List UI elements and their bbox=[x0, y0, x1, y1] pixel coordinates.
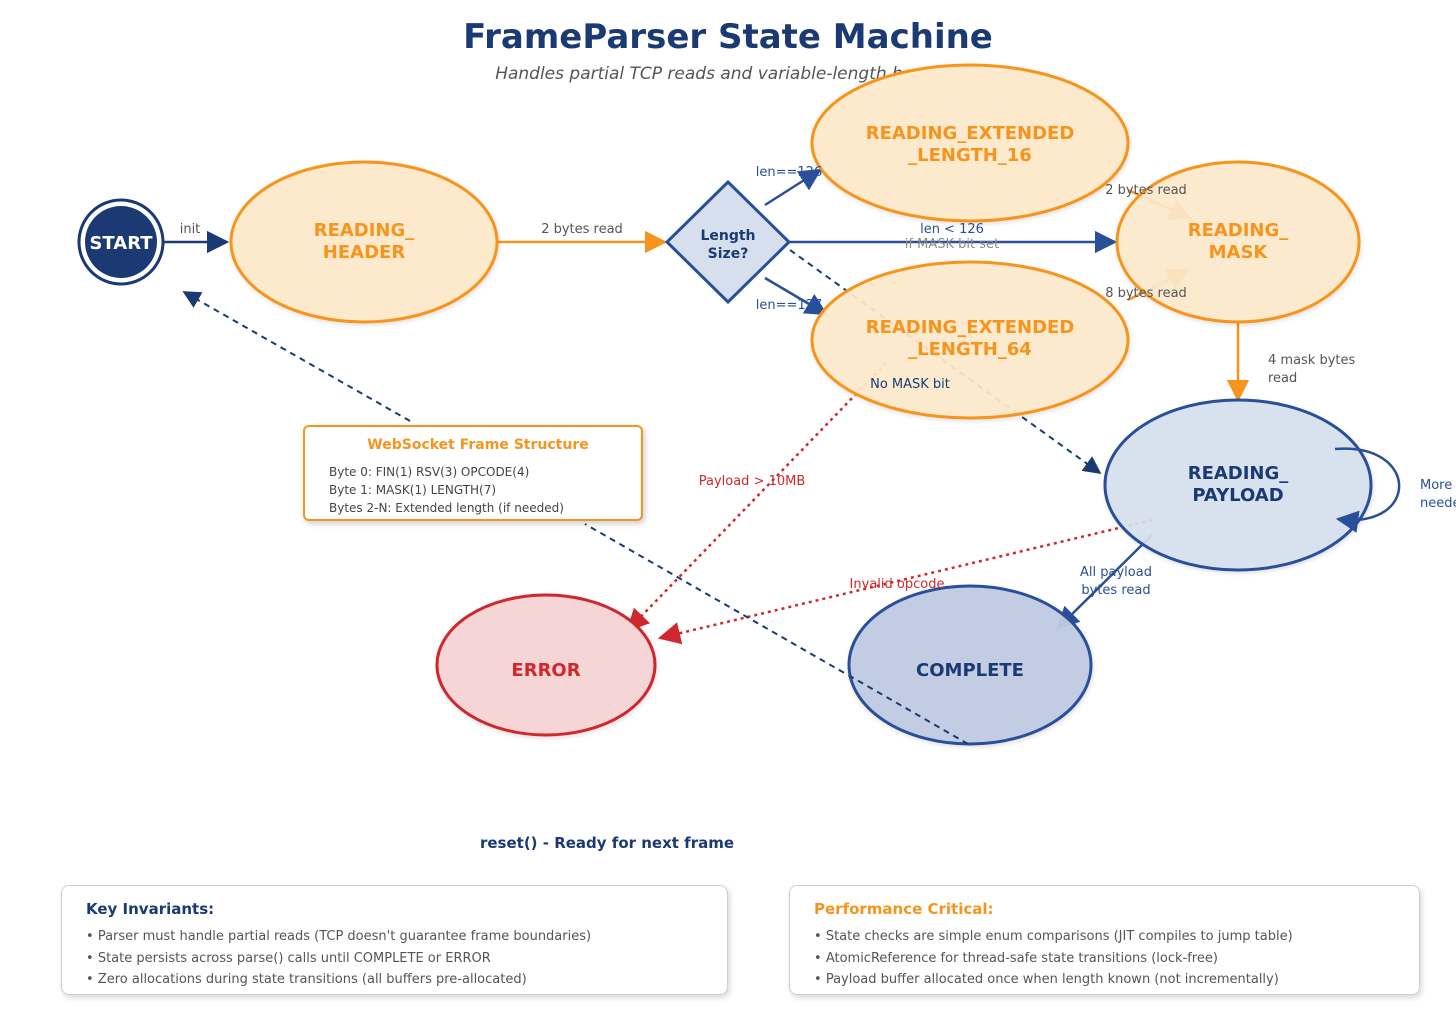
state-mask-line2: MASK bbox=[1209, 242, 1269, 263]
label-invalid-opcode: Invalid opcode bbox=[850, 577, 945, 592]
label-two-bytes-read: 2 bytes read bbox=[541, 222, 623, 237]
frame-structure-title: WebSocket Frame Structure bbox=[367, 437, 589, 453]
state-start: START bbox=[77, 198, 165, 286]
edge-reset-over-complete bbox=[849, 675, 969, 745]
state-error-label: ERROR bbox=[511, 660, 580, 681]
edge-decision-to-ext64 bbox=[764, 276, 828, 316]
edge-ext64-to-error bbox=[626, 362, 887, 632]
label-len-126: len==126 bbox=[756, 165, 822, 180]
label-len-lt-126: len < 126 bbox=[920, 222, 984, 237]
state-reading-mask: READING_ MASK bbox=[1115, 160, 1361, 324]
frame-structure-line: Byte 1: MASK(1) LENGTH(7) bbox=[329, 483, 497, 497]
label-if-mask-bit-set: if MASK bit set bbox=[905, 237, 999, 252]
state-complete: COMPLETE bbox=[847, 584, 1093, 746]
decision-line1: Length bbox=[700, 228, 755, 244]
state-reading-ext16: READING_EXTENDED _LENGTH_16 bbox=[810, 63, 1130, 223]
state-reading-header-line2: HEADER bbox=[323, 242, 406, 263]
label-all-payload-line1: All payload bbox=[1080, 565, 1152, 580]
label-len-127: len==127 bbox=[756, 298, 822, 313]
label-ext16-to-mask: 2 bytes read bbox=[1105, 183, 1187, 198]
label-mask-bytes-line2: read bbox=[1268, 371, 1297, 386]
state-length-decision: Length Size? bbox=[664, 179, 792, 305]
label-mask-bytes-line1: 4 mask bytes bbox=[1268, 353, 1356, 368]
diagram-subtitle: Handles partial TCP reads and variable-l… bbox=[495, 64, 961, 84]
state-start-label: START bbox=[89, 233, 153, 254]
edge-payload-to-error bbox=[657, 518, 1153, 645]
state-complete-label: COMPLETE bbox=[916, 660, 1024, 681]
state-ext64-line1: READING_EXTENDED bbox=[866, 317, 1075, 338]
label-payload-too-big: Payload > 10MB bbox=[699, 474, 806, 489]
label-init: init bbox=[180, 222, 201, 237]
edge-reset-lower bbox=[584, 523, 969, 745]
performance-critical-box: Performance Critical: State checks are s… bbox=[789, 885, 1420, 995]
frame-structure-box: WebSocket Frame Structure Byte 0: FIN(1)… bbox=[303, 425, 643, 521]
invariant-item: Parser must handle partial reads (TCP do… bbox=[86, 926, 703, 948]
label-more-needed-line2: needed bbox=[1420, 496, 1456, 511]
performance-item: State checks are simple enum comparisons… bbox=[814, 926, 1395, 948]
performance-critical-title: Performance Critical: bbox=[814, 900, 994, 918]
performance-item: AtomicReference for thread-safe state tr… bbox=[814, 948, 1395, 970]
state-mask-line1: READING_ bbox=[1188, 220, 1289, 241]
label-all-payload-line2: bytes read bbox=[1081, 583, 1150, 598]
state-ext16-line1: READING_EXTENDED bbox=[866, 123, 1075, 144]
state-payload-line1: READING_ bbox=[1188, 463, 1289, 484]
invariant-item: State persists across parse() calls unti… bbox=[86, 948, 703, 970]
key-invariants-title: Key Invariants: bbox=[86, 900, 215, 918]
label-reset: reset() - Ready for next frame bbox=[480, 834, 734, 852]
state-payload-line2: PAYLOAD bbox=[1192, 485, 1283, 506]
frame-structure-line: Byte 0: FIN(1) RSV(3) OPCODE(4) bbox=[329, 465, 530, 479]
state-reading-payload: READING_ PAYLOAD bbox=[1103, 398, 1373, 572]
state-reading-header-line1: READING_ bbox=[314, 220, 415, 241]
state-error: ERROR bbox=[435, 593, 657, 737]
frame-structure-line: Bytes 2-N: Extended length (if needed) bbox=[329, 501, 564, 515]
edge-payload-to-complete bbox=[1056, 534, 1153, 630]
key-invariants-box: Key Invariants: Parser must handle parti… bbox=[61, 885, 728, 995]
state-reading-ext64: READING_EXTENDED _LENGTH_64 bbox=[810, 260, 1130, 420]
state-ext16-line2: _LENGTH_16 bbox=[908, 145, 1032, 166]
label-more-needed-line1: More bbox=[1420, 478, 1452, 493]
decision-line2: Size? bbox=[708, 246, 749, 262]
performance-item: Payload buffer allocated once when lengt… bbox=[814, 969, 1395, 991]
label-ext64-to-mask: 8 bytes read bbox=[1105, 286, 1187, 301]
state-reading-header: READING_ HEADER bbox=[229, 160, 499, 324]
state-ext64-line2: _LENGTH_64 bbox=[908, 339, 1032, 360]
edge-payload-self-loop bbox=[1334, 447, 1401, 533]
edge-decision-to-ext16 bbox=[764, 168, 822, 207]
diagram-title: FrameParser State Machine bbox=[463, 17, 993, 57]
label-no-mask-bit: No MASK bit bbox=[870, 377, 950, 392]
invariant-item: Zero allocations during state transition… bbox=[86, 969, 703, 991]
